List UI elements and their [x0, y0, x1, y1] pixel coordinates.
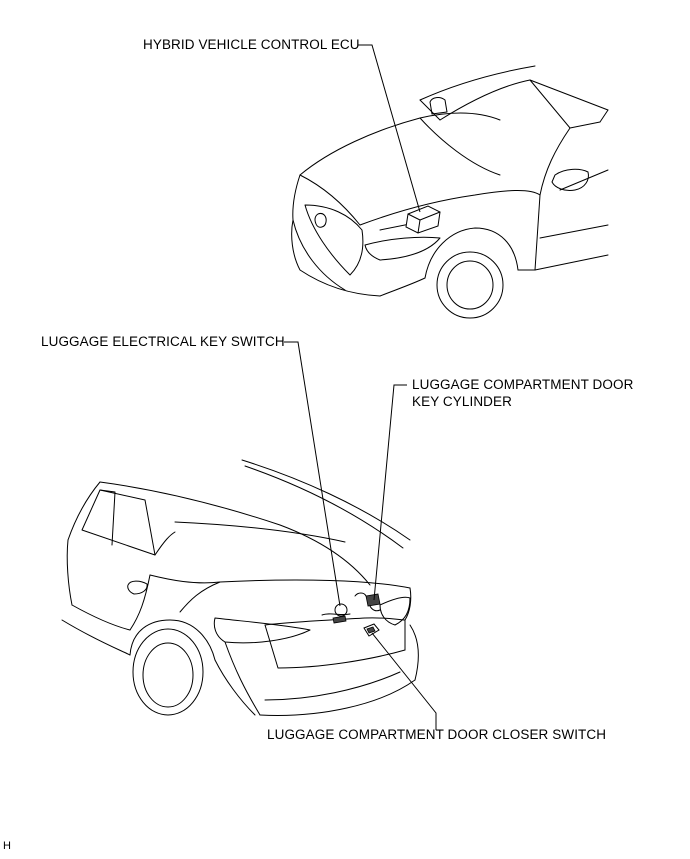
closer-switch-leader-line — [371, 632, 437, 730]
luggage-compartment-door-closer-switch-part — [363, 623, 380, 637]
luggage-electrical-key-switch-part — [321, 603, 351, 624]
corner-mark: H — [3, 840, 12, 852]
rear-vehicle-illustration — [61, 459, 419, 716]
electrical-key-switch-leader-line — [284, 341, 341, 607]
hybrid-vehicle-control-ecu-part — [405, 205, 441, 234]
key-cylinder-leader-line — [373, 384, 407, 601]
ecu-leader-line — [358, 44, 421, 213]
electrical-key-switch-label: LUGGAGE ELECTRICAL KEY SWITCH — [41, 334, 285, 349]
closer-switch-label: LUGGAGE COMPARTMENT DOOR CLOSER SWITCH — [267, 727, 607, 742]
front-vehicle-illustration — [291, 65, 609, 319]
key-cylinder-label-line2: KEY CYLINDER — [412, 394, 512, 409]
luggage-compartment-door-key-cylinder-part — [354, 592, 381, 612]
key-cylinder-label-line1: LUGGAGE COMPARTMENT DOOR — [412, 377, 634, 392]
ecu-label: HYBRID VEHICLE CONTROL ECU — [143, 37, 360, 52]
